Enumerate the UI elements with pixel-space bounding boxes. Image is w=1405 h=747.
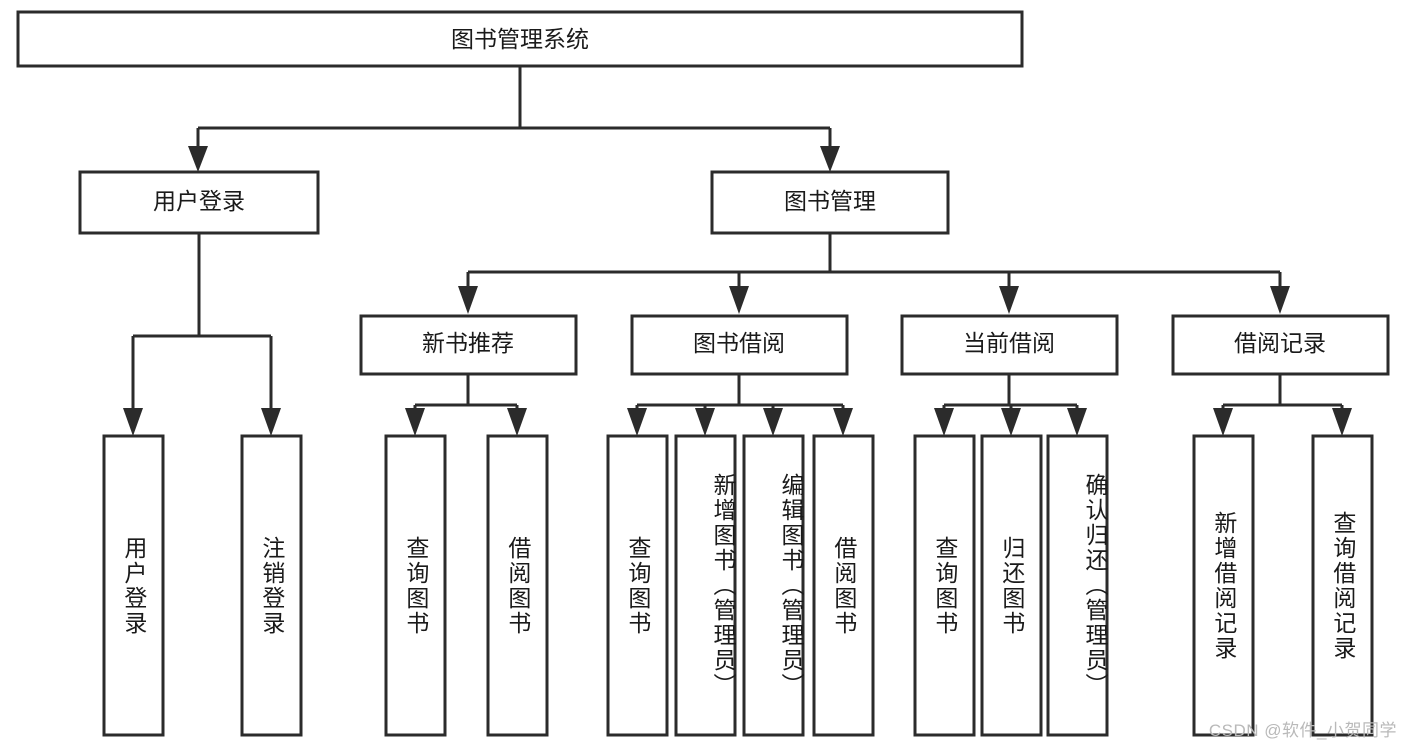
node-new-book-recommend-box[interactable] [359,314,578,376]
leaf-box-logout[interactable] [240,434,303,737]
node-book-borrow-box[interactable] [630,314,849,376]
node-root-box[interactable] [16,10,1024,68]
leaf-box-add-book-admin[interactable] [674,434,737,737]
leaf-box-borrow-book-1[interactable] [486,434,549,737]
arrow-head-level3-2 [999,286,1019,314]
node-book-management-box[interactable] [710,170,950,235]
leaf-box-query-borrow-record[interactable] [1311,434,1374,737]
leaf-box-user-login[interactable] [102,434,165,737]
arrow-head-level3-0 [458,286,478,314]
node-current-borrow[interactable]: 当前借阅 [900,314,1119,376]
leaf-box-query-book-2[interactable] [606,434,669,737]
watermark-text: CSDN @软件_小贺同学 [1208,721,1397,740]
leaf-box-confirm-return-admin[interactable] [1046,434,1109,737]
arrow-head-leaf-g3-0 [627,408,647,436]
node-user-login-label: 用户登录 [153,188,245,214]
arrow-head-leaf-g3-3 [833,408,853,436]
arrow-head-leaf-g1-1 [261,408,281,436]
node-book-management-label: 图书管理 [784,188,876,214]
node-borrow-record-label: 借阅记录 [1234,330,1326,356]
leaf-box-query-book-3[interactable] [913,434,976,737]
arrow-head-leaf-g2-0 [405,408,425,436]
leaf-box-borrow-book-2[interactable] [812,434,875,737]
node-current-borrow-label: 当前借阅 [963,330,1055,356]
node-borrow-record[interactable]: 借阅记录 [1171,314,1390,376]
arrow-head-leaf-g1-0 [123,408,143,436]
node-book-management[interactable]: 图书管理 [710,170,950,235]
arrow-head-level3-3 [1270,286,1290,314]
node-user-login[interactable]: 用户登录 [78,170,320,235]
node-new-book-recommend[interactable]: 新书推荐 [359,314,578,376]
arrow-head-leaf-g2-1 [507,408,527,436]
arrow-head-leaf-g5-0 [1213,408,1233,436]
node-root[interactable]: 图书管理系统 [16,10,1024,68]
arrow-head-leaf-g5-1 [1332,408,1352,436]
node-borrow-record-box[interactable] [1171,314,1390,376]
node-current-borrow-box[interactable] [900,314,1119,376]
leaf-box-add-borrow-record[interactable] [1192,434,1255,737]
leaf-box-return-book[interactable] [980,434,1043,737]
leaf-box-edit-book-admin[interactable] [742,434,805,737]
node-book-borrow-label: 图书借阅 [693,330,785,356]
arrow-head-level2-1 [820,146,840,172]
arrow-head-level2-0 [188,146,208,172]
arrow-head-level3-1 [729,286,749,314]
leaf-box-query-book-1[interactable] [384,434,447,737]
arrow-head-leaf-g3-1 [695,408,715,436]
node-book-borrow[interactable]: 图书借阅 [630,314,849,376]
arrow-head-leaf-g3-2 [763,408,783,436]
arrow-head-leaf-g4-2 [1067,408,1087,436]
arrow-head-leaf-g4-1 [1001,408,1021,436]
node-root-label: 图书管理系统 [451,26,589,52]
arrow-head-leaf-g4-0 [934,408,954,436]
node-new-book-recommend-label: 新书推荐 [422,330,514,356]
